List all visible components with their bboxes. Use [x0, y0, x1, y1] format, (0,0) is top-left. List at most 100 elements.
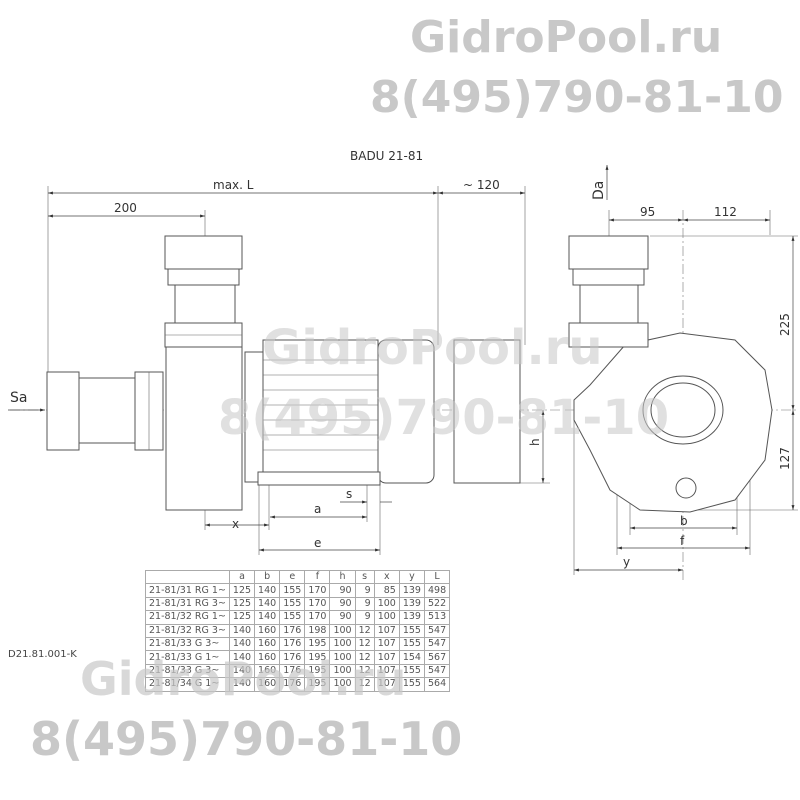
dim-127: 127 [778, 447, 792, 470]
value-cell: 100 [329, 636, 356, 652]
dim-112: 112 [714, 205, 737, 219]
value-cell: 522 [423, 596, 451, 612]
table-header: b [254, 569, 281, 585]
value-cell: 513 [423, 610, 451, 625]
value-cell: 547 [423, 623, 451, 638]
value-cell: 12 [354, 623, 375, 638]
label-discharge-da: Da [591, 181, 607, 200]
model-cell: 21-81/32 RG 1~ [145, 610, 230, 625]
table-header: s [354, 569, 375, 585]
dim-h: h [528, 438, 542, 446]
dim-225: 225 [778, 313, 792, 336]
value-cell: 160 [254, 623, 281, 638]
model-cell: 21-81/34 G 1~ [145, 677, 230, 692]
dim-a: a [314, 502, 321, 516]
value-cell: 547 [423, 663, 451, 679]
drawing-code: D21.81.001-K [8, 649, 77, 660]
value-cell: 140 [254, 596, 281, 612]
value-cell: 139 [398, 596, 425, 612]
dim-f: f [680, 534, 685, 548]
watermark-phone-bottom: 8(495)790-81-10 [30, 712, 463, 766]
value-cell: 155 [398, 636, 425, 652]
drawing-title: BADU 21-81 [350, 149, 423, 163]
value-cell: 100 [373, 610, 400, 625]
value-cell: 107 [373, 636, 400, 652]
table-header: a [228, 569, 256, 585]
pump-front-view [568, 235, 773, 513]
value-cell: 198 [304, 623, 331, 638]
value-cell: 140 [228, 677, 256, 692]
value-cell: 160 [254, 636, 281, 652]
watermark-site-center: GidroPool.ru [262, 320, 603, 376]
dim-b: b [680, 514, 688, 528]
value-cell: 498 [423, 583, 451, 598]
value-cell: 9 [354, 583, 375, 598]
value-cell: 125 [228, 596, 256, 612]
value-cell: 125 [228, 583, 256, 598]
value-cell: 170 [304, 610, 331, 625]
model-cell: 21-81/32 RG 3~ [145, 623, 230, 638]
dim-x: x [232, 517, 239, 531]
table-header: L [423, 569, 451, 585]
dim-y: y [623, 555, 630, 569]
value-cell: 100 [373, 596, 400, 612]
table-header: e [279, 569, 306, 585]
value-cell: 140 [254, 583, 281, 598]
value-cell: 139 [398, 610, 425, 625]
dim-max-l: max. L [213, 178, 254, 192]
dimension-lines [8, 165, 795, 572]
table-header: f [304, 569, 331, 585]
model-cell: 21-81/31 RG 3~ [145, 596, 230, 612]
watermark-phone-center: 8(495)790-81-10 [218, 390, 670, 446]
value-cell: 100 [329, 677, 356, 692]
dim-95: 95 [640, 205, 655, 219]
value-cell: 140 [254, 610, 281, 625]
value-cell: 12 [354, 636, 375, 652]
value-cell: 155 [279, 610, 306, 625]
value-cell: 139 [398, 583, 425, 598]
value-cell: 90 [329, 596, 356, 612]
value-cell: 107 [373, 623, 400, 638]
watermark-site-bottom: GidroPool.ru [80, 652, 407, 706]
label-suction-sa: Sa [10, 390, 27, 406]
motor-fins [148, 334, 378, 451]
watermark-site-top: GidroPool.ru [410, 12, 723, 63]
model-cell: 21-81/33 G 3~ [145, 636, 230, 652]
value-cell: 140 [228, 636, 256, 652]
value-cell: 170 [304, 583, 331, 598]
value-cell: 176 [279, 636, 306, 652]
value-cell: 9 [354, 610, 375, 625]
value-cell: 195 [304, 636, 331, 652]
value-cell: 170 [304, 596, 331, 612]
value-cell: 90 [329, 583, 356, 598]
table-header: y [398, 569, 425, 585]
value-cell: 90 [329, 610, 356, 625]
table-header-row: a b e f h s x y L [145, 569, 451, 585]
value-cell: 155 [398, 623, 425, 638]
value-cell: 140 [228, 623, 256, 638]
value-cell: 125 [228, 610, 256, 625]
value-cell: 100 [329, 623, 356, 638]
value-cell: 567 [423, 650, 451, 665]
value-cell: 155 [279, 583, 306, 598]
value-cell: 155 [279, 596, 306, 612]
watermark-phone-top: 8(495)790-81-10 [370, 72, 784, 123]
value-cell: 547 [423, 636, 451, 652]
table-header: h [329, 569, 356, 585]
value-cell: 9 [354, 596, 375, 612]
dim-120: ~ 120 [463, 178, 500, 192]
model-cell: 21-81/31 RG 1~ [145, 583, 230, 598]
dim-200: 200 [114, 201, 137, 215]
dim-s: s [346, 487, 352, 501]
table-header: x [373, 569, 400, 585]
value-cell: 85 [373, 583, 400, 598]
